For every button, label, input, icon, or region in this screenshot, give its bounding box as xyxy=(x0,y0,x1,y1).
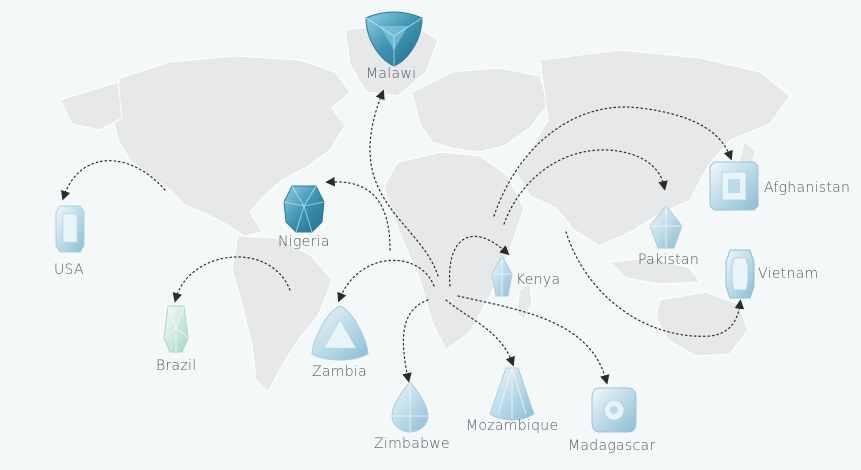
madagascar-land xyxy=(515,283,533,321)
arrow-to-zambia xyxy=(337,259,435,303)
arrow-to-mozambique xyxy=(445,299,515,367)
label-nigeria: Nigeria xyxy=(278,234,330,250)
label-usa: USA xyxy=(54,262,84,278)
pear-gem-icon xyxy=(391,381,429,433)
trade-route-arrows xyxy=(61,89,745,385)
indonesia-land xyxy=(608,257,701,285)
emerald-cut-gem-icon xyxy=(55,205,85,253)
cushion-gem-icon xyxy=(591,387,637,433)
arrow-to-brazil xyxy=(172,256,291,303)
label-afghanistan: Afghanistan xyxy=(764,180,851,196)
elongated-hexagon-gem-icon xyxy=(725,249,755,299)
label-madagascar: Madagascar xyxy=(568,438,656,454)
label-zimbabwe: Zimbabwe xyxy=(374,436,450,452)
arrow-to-madagascar xyxy=(457,295,610,385)
arrow-to-afghanistan xyxy=(493,106,733,217)
label-vietnam: Vietnam xyxy=(758,266,819,282)
kite-gem-icon xyxy=(649,205,683,249)
arrow-to-malawi xyxy=(369,89,439,277)
europe-land xyxy=(411,67,549,153)
alaska-land xyxy=(59,81,123,131)
south-america-land xyxy=(231,235,333,393)
trillion-gem-icon xyxy=(365,11,423,67)
fan-gem-icon xyxy=(489,367,535,421)
arrow-to-kenya xyxy=(448,235,510,287)
oval-gem-icon xyxy=(283,185,325,233)
kite-gem-icon xyxy=(491,254,513,297)
australia-land xyxy=(655,291,749,357)
label-mozambique: Mozambique xyxy=(466,418,559,434)
trillion-gem-icon xyxy=(311,305,369,361)
north-america-land xyxy=(111,55,351,237)
arrow-to-zimbabwe xyxy=(402,299,429,383)
arrow-to-pakistan xyxy=(503,149,668,225)
label-kenya: Kenya xyxy=(516,272,561,288)
label-malawi: Malawi xyxy=(366,66,417,82)
square-emerald-cut-gem-icon xyxy=(709,161,759,211)
arrow-to-usa xyxy=(61,160,166,201)
shield-gem-icon xyxy=(163,305,189,353)
label-zambia: Zambia xyxy=(312,364,367,380)
label-pakistan: Pakistan xyxy=(638,252,700,268)
label-brazil: Brazil xyxy=(156,358,197,374)
arrow-to-nigeria xyxy=(325,176,391,251)
